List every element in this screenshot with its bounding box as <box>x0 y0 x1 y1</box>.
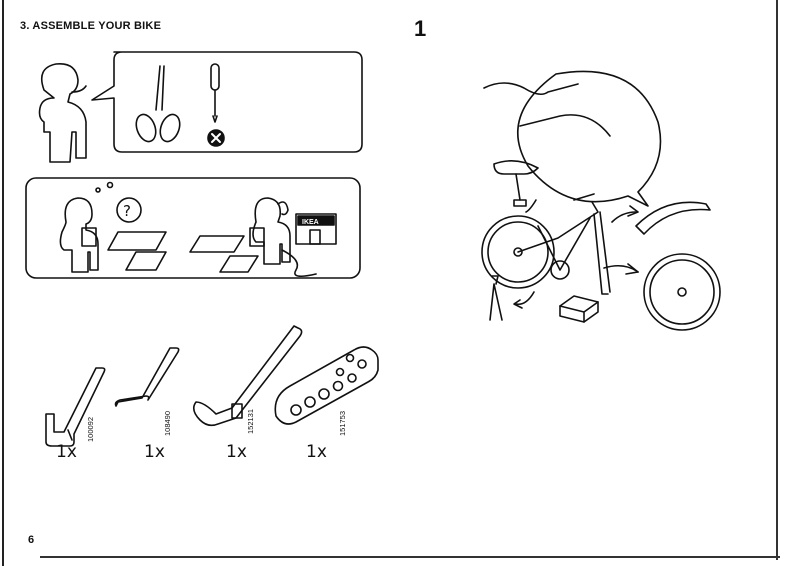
svg-text:?: ? <box>123 202 131 220</box>
part-number-3: 152131 <box>246 408 255 434</box>
quantity-3: 1x <box>226 442 247 462</box>
allen-key-small <box>45 367 106 447</box>
part-number-2: 108490 <box>163 410 172 436</box>
part-number-1: 100092 <box>86 416 95 442</box>
screwdriver-icon <box>210 63 220 123</box>
quantity-1: 1x <box>56 442 77 462</box>
page-number: 6 <box>28 534 35 546</box>
instruction-figure-tools <box>38 51 363 163</box>
scissors-icon <box>135 65 181 143</box>
allen-key-medium <box>114 347 180 407</box>
page-right-edge <box>776 0 778 560</box>
quantity-4: 1x <box>306 442 327 462</box>
bike-assembly-illustration <box>481 70 721 331</box>
quantity-2: 1x <box>144 442 165 462</box>
allen-key-large <box>192 325 303 427</box>
instruction-figure-help: ? <box>25 177 361 279</box>
multi-wrench <box>274 346 379 425</box>
step-number: 1 <box>414 16 427 41</box>
store-sign-text: IKEA <box>302 219 319 226</box>
part-number-4: 151753 <box>338 410 347 436</box>
section-heading: 3. ASSEMBLE YOUR BIKE <box>20 20 162 32</box>
page-left-edge <box>2 0 4 566</box>
page-bottom-rule <box>40 556 780 558</box>
not-allowed-icon <box>207 129 225 147</box>
